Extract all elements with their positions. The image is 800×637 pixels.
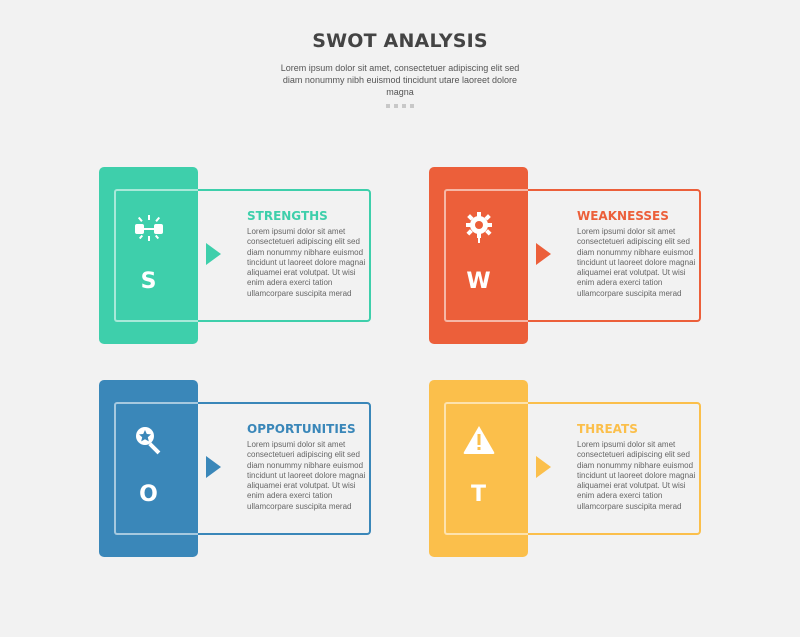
swot-letter: T xyxy=(470,482,486,507)
arrow-icon xyxy=(206,456,221,478)
arrow-icon xyxy=(536,243,551,265)
arrow-icon xyxy=(536,456,551,478)
card-threats: T THREATS Lorem ipsumi dolor sit amet co… xyxy=(429,380,701,557)
card-heading: STRENGTHS xyxy=(247,209,328,223)
card-body: Lorem ipsumi dolor sit amet consectetuer… xyxy=(247,227,366,298)
card-strengths: S STRENGTHS Lorem ipsumi dolor sit amet … xyxy=(99,167,371,344)
warning-icon xyxy=(463,426,495,454)
inner-frame-line xyxy=(444,189,528,322)
decorative-dots xyxy=(386,104,414,108)
card-weaknesses: W WEAKNESSES Lorem ipsumi dolor sit amet… xyxy=(429,167,701,344)
page-title: SWOT ANALYSIS xyxy=(312,30,488,52)
magnifier-star-icon xyxy=(136,427,161,455)
inner-frame-line xyxy=(444,402,528,535)
swot-letter: O xyxy=(139,482,158,507)
card-heading: OPPORTUNITIES xyxy=(247,422,356,436)
inner-frame-line xyxy=(114,402,198,535)
inner-frame-line xyxy=(114,189,198,322)
card-heading: WEAKNESSES xyxy=(577,209,669,223)
arrow-icon xyxy=(206,243,221,265)
card-body: Lorem ipsumi dolor sit amet consectetuer… xyxy=(577,440,696,511)
card-body: Lorem ipsumi dolor sit amet consectetuer… xyxy=(577,227,696,298)
card-opportunities: O OPPORTUNITIES Lorem ipsumi dolor sit a… xyxy=(99,380,371,557)
card-heading: THREATS xyxy=(577,422,638,436)
dumbbell-icon xyxy=(135,215,163,241)
swot-letter: S xyxy=(140,269,157,294)
page-subtitle: Lorem ipsum dolor sit amet, consectetuer… xyxy=(280,63,520,97)
swot-letter: W xyxy=(466,269,491,294)
gear-icon xyxy=(466,212,492,243)
card-body: Lorem ipsumi dolor sit amet consectetuer… xyxy=(247,440,366,511)
